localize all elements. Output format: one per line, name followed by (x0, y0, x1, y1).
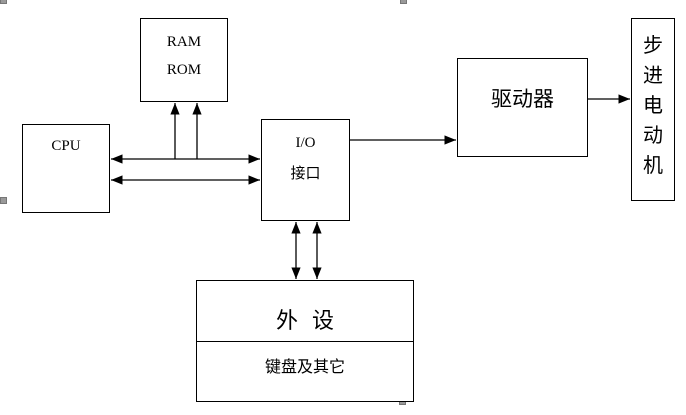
driver-label: 驱动器 (491, 87, 554, 111)
motor-char-1: 步 (643, 33, 663, 57)
cpu-block: CPU (22, 124, 110, 213)
peripheral-block: 外 设 键盘及其它 (196, 280, 414, 402)
motor-char-4: 动 (643, 123, 663, 147)
stepper-motor-block: 步 进 电 动 机 (631, 18, 675, 201)
memory-block: RAM ROM (140, 18, 228, 102)
motor-char-2: 进 (643, 63, 663, 87)
interface-label: 接口 (290, 164, 321, 182)
peripheral-title: 外 设 (276, 309, 334, 334)
peripheral-subtitle: 键盘及其它 (264, 357, 345, 376)
selection-handle-left[interactable] (0, 197, 7, 204)
motor-char-5: 机 (643, 153, 663, 177)
selection-handle-top-mid[interactable] (400, 0, 407, 4)
io-interface-block: I/O 接口 (261, 119, 350, 221)
motor-char-3: 电 (643, 93, 663, 117)
selection-handle-top[interactable] (0, 0, 7, 4)
driver-block: 驱动器 (457, 58, 588, 157)
peripheral-divider (197, 341, 413, 342)
memory-label-ram: RAM (166, 34, 202, 50)
memory-label-rom: ROM (166, 62, 202, 78)
io-label: I/O (295, 135, 316, 151)
cpu-label: CPU (51, 138, 81, 154)
